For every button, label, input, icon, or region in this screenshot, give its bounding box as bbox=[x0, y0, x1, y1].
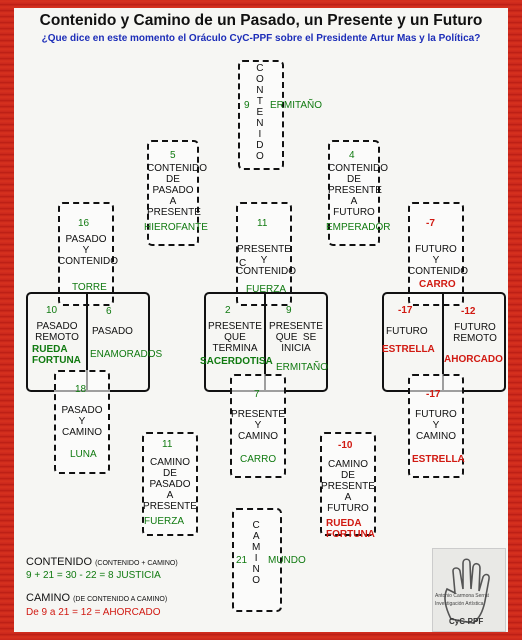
page-title: Contenido y Camino de un Pasado, un Pres… bbox=[39, 12, 483, 29]
card-minus-12-text: FUTURO REMOTO bbox=[453, 322, 497, 344]
camino-footer-label: CAMINO (DE CONTENIDO A CAMINO) bbox=[26, 592, 167, 604]
card-16-name: TORRE bbox=[72, 282, 107, 293]
card-11a-name: FUERZA bbox=[246, 284, 286, 295]
contenido-vertical-text: C O N T E N I D O bbox=[256, 63, 264, 162]
card-18-name: LUNA bbox=[70, 449, 97, 460]
card-18-text: PASADO Y CAMINO bbox=[61, 405, 103, 438]
presente-bracket-divider bbox=[264, 294, 266, 390]
card-7-text: PRESENTE Y CAMINO bbox=[231, 409, 285, 442]
card-7-name: CARRO bbox=[240, 454, 277, 465]
card-minus-7-number: -7 bbox=[426, 218, 435, 229]
card-minus-17b bbox=[408, 374, 464, 478]
contenido-top-name: ERMITAÑO bbox=[270, 100, 323, 111]
card-18 bbox=[54, 370, 110, 474]
card-11a-side-letter: C bbox=[239, 258, 247, 269]
artist-logo: Antonio Carmona Serrat Investigación Art… bbox=[432, 548, 506, 632]
camino-label: CAMINO bbox=[26, 592, 70, 604]
card-18-number: 18 bbox=[75, 384, 87, 395]
card-5-name: HIEROFANTE bbox=[144, 222, 208, 233]
card-minus-10 bbox=[320, 432, 376, 536]
pasado-bracket-divider bbox=[86, 294, 88, 390]
card-11b-text: CAMINO DE PASADO A PRESENTE bbox=[143, 457, 197, 512]
card-4-name: EMPERADOR bbox=[326, 222, 391, 233]
card-16-number: 16 bbox=[78, 218, 90, 229]
card-minus-12-name: AHORCADO bbox=[444, 354, 503, 365]
logo-brand: CyC-PPF bbox=[449, 617, 484, 626]
contenido-top-number: 9 bbox=[244, 100, 250, 111]
card-16 bbox=[58, 202, 114, 306]
card-4-number: 4 bbox=[349, 150, 355, 161]
card-5-text: CONTENIDO DE PASADO A PRESENTE bbox=[147, 163, 207, 218]
camino-vertical-text: C A M I N O bbox=[252, 520, 261, 586]
page-subtitle: ¿Que dice en este momento el Oráculo CyC… bbox=[41, 33, 481, 44]
card-5-number: 5 bbox=[170, 150, 176, 161]
card-minus-17a-number: -17 bbox=[398, 305, 413, 316]
contenido-label: CONTENIDO bbox=[26, 556, 92, 568]
logo-line-2: Investigación Artística bbox=[435, 601, 484, 607]
card-11a-number: 11 bbox=[257, 218, 268, 229]
card-11b-number: 11 bbox=[162, 439, 173, 450]
card-minus-12-number: -12 bbox=[461, 306, 476, 317]
card-10-name: RUEDA FORTUNA bbox=[32, 344, 81, 366]
card-9-text: PRESENTE QUE SE INICIA bbox=[269, 321, 323, 354]
card-9-number: 9 bbox=[286, 305, 292, 316]
card-11b-name: FUERZA bbox=[144, 516, 184, 527]
card-minus-17a-name: ESTRELLA bbox=[382, 344, 435, 355]
card-minus-7-text: FUTURO Y CONTENIDO bbox=[408, 244, 468, 277]
contenido-calculation: 9 + 21 = 30 - 22 = 8 JUSTICIA bbox=[26, 570, 161, 581]
card-7-number: 7 bbox=[254, 389, 260, 400]
card-10-text: PASADO REMOTO bbox=[35, 321, 79, 343]
card-5 bbox=[147, 140, 199, 246]
card-minus-7 bbox=[408, 202, 464, 306]
card-minus-10-number: -10 bbox=[338, 440, 353, 451]
card-minus-10-text: CAMINO DE PRESENTE A FUTURO bbox=[321, 459, 375, 514]
logo-line-1: Antonio Carmona Serrat bbox=[435, 593, 489, 599]
card-minus-17b-text: FUTURO Y CAMINO bbox=[415, 409, 457, 442]
card-4 bbox=[328, 140, 380, 246]
card-6-name: ENAMORADOS bbox=[90, 349, 163, 360]
card-10-number: 10 bbox=[46, 305, 58, 316]
futuro-bracket-divider bbox=[442, 294, 444, 390]
card-contenido-top bbox=[238, 60, 284, 170]
card-2-number: 2 bbox=[225, 305, 231, 316]
card-minus-17b-number: -17 bbox=[426, 389, 441, 400]
card-6-text: PASADO bbox=[92, 326, 133, 337]
card-minus-7-name: CARRO bbox=[419, 279, 456, 290]
camino-bottom-name: MUNDO bbox=[268, 555, 306, 566]
contenido-sublabel: (CONTENIDO + CAMINO) bbox=[95, 560, 178, 567]
card-2-name: SACERDOTISA bbox=[200, 356, 273, 367]
card-16-text: PASADO Y CONTENIDO bbox=[58, 234, 118, 267]
card-minus-10-name: RUEDA FORTUNA bbox=[326, 518, 375, 540]
card-2-text: PRESENTE QUE TERMINA bbox=[208, 321, 262, 354]
card-7 bbox=[230, 374, 286, 478]
contenido-footer-label: CONTENIDO (CONTENIDO + CAMINO) bbox=[26, 556, 178, 568]
hand-icon bbox=[444, 558, 490, 624]
camino-sublabel: (DE CONTENIDO A CAMINO) bbox=[73, 596, 168, 603]
card-11a-text: PRESENTE Y CONTENIDO bbox=[236, 244, 296, 277]
card-camino-bottom bbox=[232, 508, 282, 612]
card-4-text: CONTENIDO DE PRESENTE A FUTURO bbox=[328, 163, 388, 218]
card-minus-17b-name: ESTRELLA bbox=[412, 454, 465, 465]
camino-calculation: De 9 a 21 = 12 = AHORCADO bbox=[26, 607, 161, 618]
card-minus-17a-text: FUTURO bbox=[386, 326, 428, 337]
card-9-name: ERMITAÑO bbox=[276, 362, 329, 373]
camino-bottom-number: 21 bbox=[236, 555, 248, 566]
card-11-camino bbox=[142, 432, 198, 536]
card-6-number: 6 bbox=[106, 306, 112, 317]
diagram-panel: Contenido y Camino de un Pasado, un Pres… bbox=[14, 8, 508, 632]
